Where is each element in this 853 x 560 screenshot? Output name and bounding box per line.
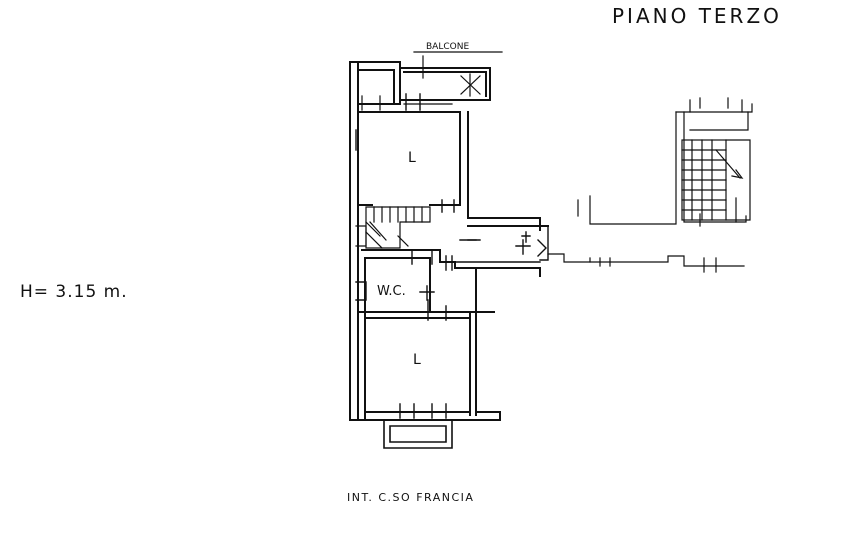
- upper-balcony: [361, 51, 503, 111]
- balcony-label: BALCONE: [426, 42, 469, 52]
- building-stairwell: [675, 97, 753, 227]
- lower-balcony: [383, 419, 453, 449]
- internal-stair: [355, 206, 431, 249]
- landing: [454, 225, 549, 263]
- floor-title: PIANO TERZO: [612, 4, 782, 28]
- exterior-walls: [349, 61, 549, 421]
- street-entrance-label: INT. C.SO FRANCIA: [347, 491, 475, 504]
- door-ticks: [355, 93, 477, 419]
- corridor-walls: [547, 111, 747, 273]
- room-lower-label: L: [413, 352, 421, 368]
- ceiling-height-label: H= 3.15 m.: [20, 282, 128, 302]
- room-upper-label: L: [408, 150, 416, 166]
- bathroom-label: W.C.: [377, 284, 406, 299]
